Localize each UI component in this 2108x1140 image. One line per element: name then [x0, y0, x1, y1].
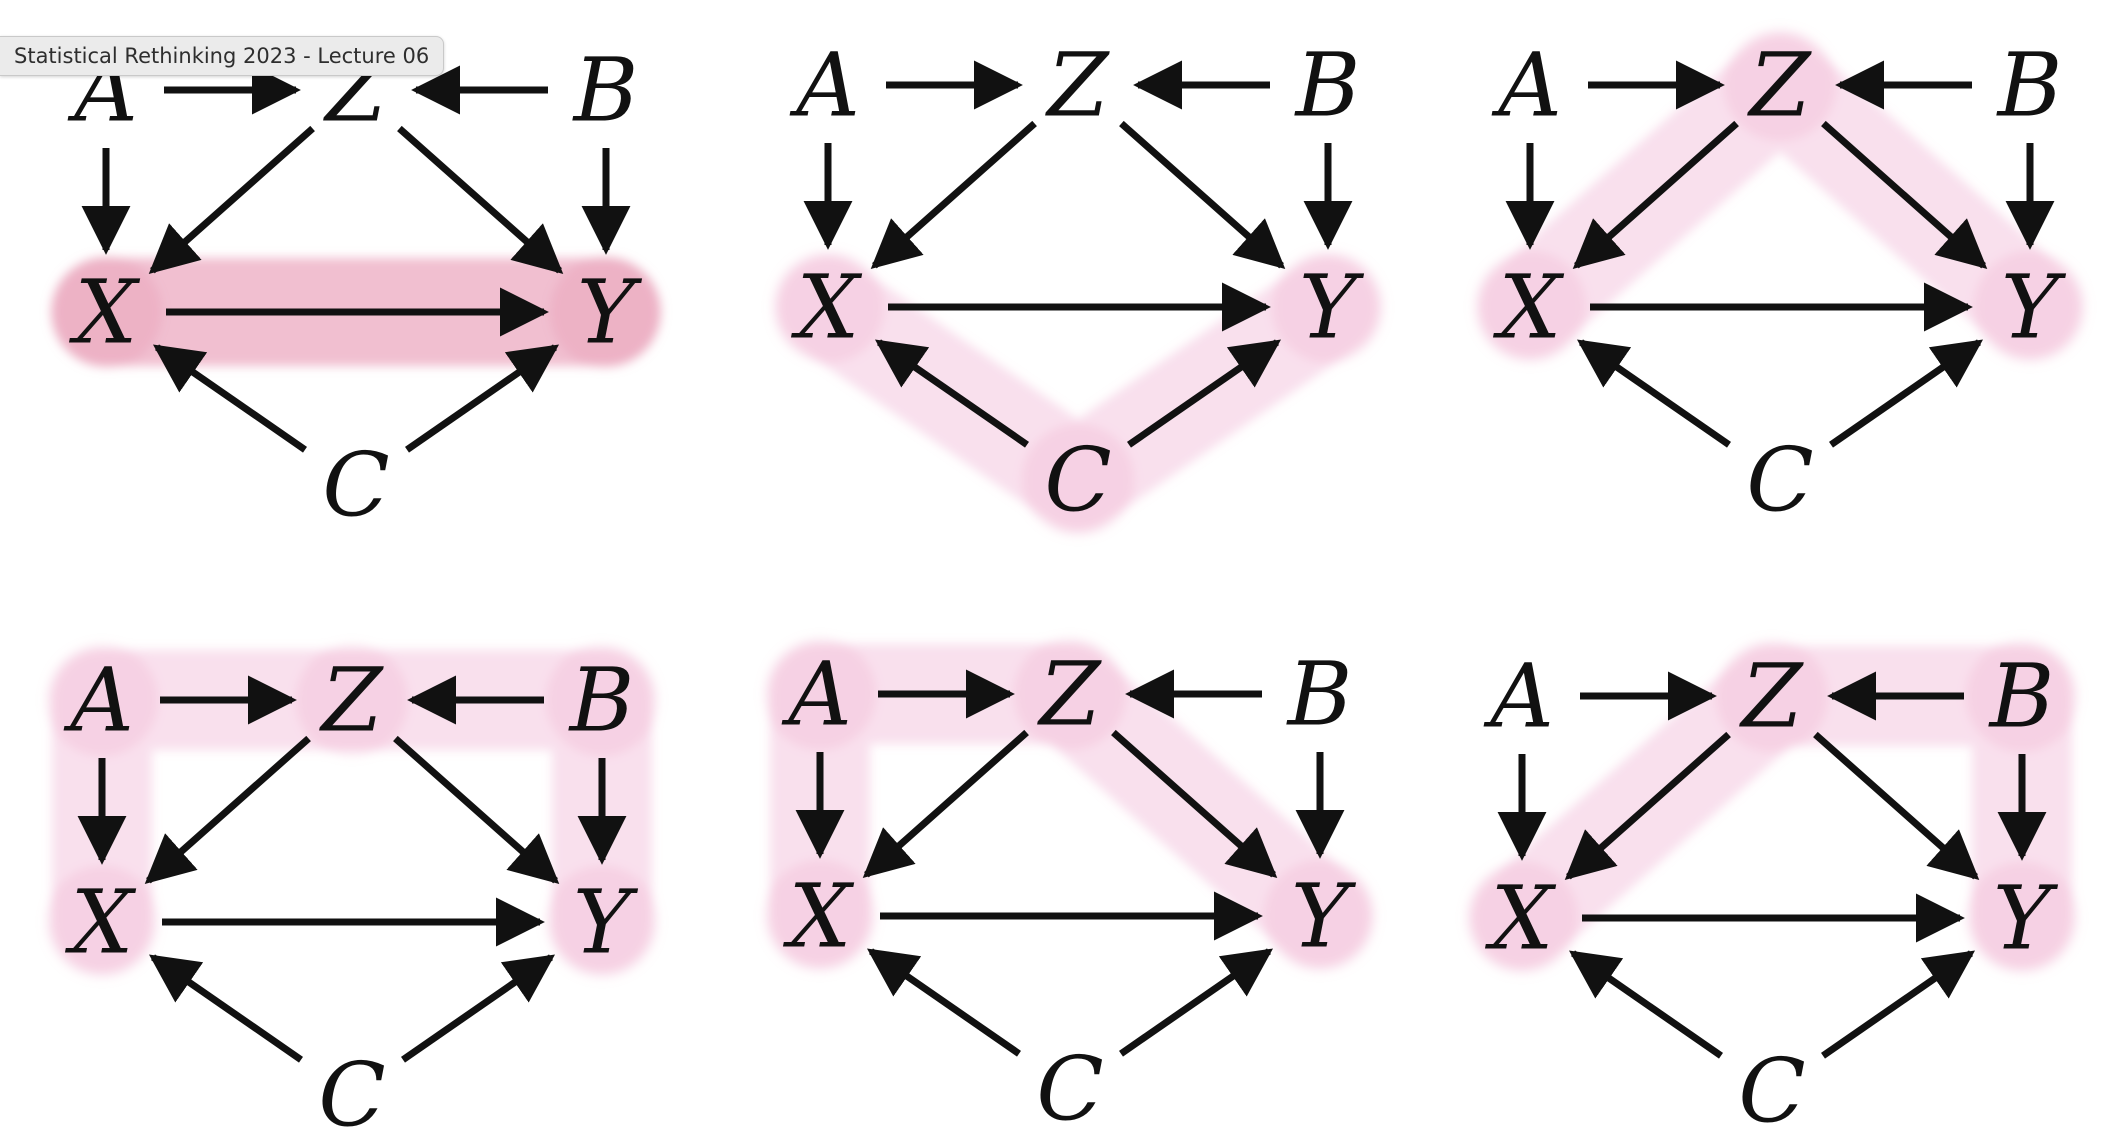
edge-z-y	[1813, 731, 1980, 881]
path-node-glow	[1272, 251, 1384, 363]
node-a: A	[781, 643, 852, 746]
edge-z-x	[1572, 120, 1739, 270]
edge-z-y	[1111, 729, 1278, 879]
node-x: X	[1485, 867, 1557, 970]
edge-c-y	[405, 344, 560, 453]
edge-z-x	[862, 729, 1029, 879]
edge-c-x	[1576, 339, 1731, 448]
node-x: X	[783, 865, 855, 968]
path-node-glow	[1466, 862, 1578, 974]
path-node-glow	[1474, 251, 1586, 363]
path-node-glow	[1966, 640, 2078, 752]
node-c: C	[318, 1044, 385, 1140]
node-z: Z	[1738, 645, 1804, 748]
edge-z-x	[1564, 731, 1731, 881]
panel-3: A Z B X Y C	[1474, 29, 2086, 532]
node-c: C	[1044, 429, 1111, 532]
node-y: Y	[1299, 256, 1365, 359]
node-y: Y	[573, 871, 639, 974]
path-node-glow	[296, 644, 408, 756]
path-node-glow	[1264, 860, 1376, 972]
edge-c-x	[874, 339, 1029, 448]
path-node-glow	[772, 251, 884, 363]
node-b: B	[1996, 34, 2063, 137]
window-title: Statistical Rethinking 2023 - Lecture 06	[0, 36, 445, 76]
node-x: X	[69, 261, 141, 364]
path-node-glow	[1014, 638, 1126, 750]
path-node-glow	[1724, 29, 1836, 141]
node-b: B	[572, 39, 639, 142]
edge-c-y	[1127, 339, 1282, 448]
node-c: C	[1036, 1038, 1103, 1140]
path-node-glow	[46, 866, 158, 978]
node-y: Y	[1993, 867, 2059, 970]
edge-c-y	[1821, 950, 1976, 1059]
node-x: X	[1493, 256, 1565, 359]
node-b: B	[568, 649, 635, 752]
node-z: Z	[318, 649, 384, 752]
node-z: Z	[1044, 34, 1110, 137]
node-a: A	[1491, 34, 1562, 137]
edge-c-x	[148, 954, 303, 1063]
edge-c-x	[1568, 950, 1723, 1059]
edge-c-x	[866, 948, 1021, 1057]
node-b: B	[1988, 645, 2055, 748]
node-a: A	[789, 34, 860, 137]
node-y: Y	[2001, 256, 2067, 359]
panel-6: A Z B X Y C	[1466, 640, 2078, 1140]
node-x: X	[65, 871, 137, 974]
panel-5: A Z B X Y C	[764, 638, 1376, 1140]
edge-z-y	[397, 125, 564, 275]
edge-c-y	[401, 954, 556, 1063]
path-node-glow	[1022, 424, 1134, 536]
edge-c-y	[1119, 948, 1274, 1057]
path-node-glow	[50, 256, 162, 368]
path-node-glow	[550, 256, 662, 368]
node-a: A	[1483, 645, 1554, 748]
edge-z-y	[1821, 120, 1988, 270]
node-a: A	[63, 649, 134, 752]
node-x: X	[791, 256, 863, 359]
edge-z-y	[393, 735, 560, 885]
node-z: Z	[1036, 643, 1102, 746]
path-node-glow	[1966, 862, 2078, 974]
edge-z-y	[1119, 120, 1286, 270]
path-node-glow	[764, 860, 876, 972]
path-node-glow	[1974, 251, 2086, 363]
path-node-glow	[46, 644, 158, 756]
edge-c-y	[1829, 339, 1984, 448]
path-node-glow	[764, 638, 876, 750]
edge-z-x	[148, 125, 315, 275]
node-c: C	[1746, 429, 1813, 532]
panel-2: A Z B X Y C	[772, 34, 1384, 536]
node-b: B	[1286, 643, 1353, 746]
node-z: Z	[1746, 34, 1812, 137]
edge-c-x	[152, 344, 307, 453]
node-y: Y	[577, 261, 643, 364]
node-c: C	[322, 434, 389, 537]
path-node-glow	[546, 644, 658, 756]
node-y: Y	[1291, 865, 1357, 968]
node-c: C	[1738, 1040, 1805, 1140]
panel-4: A Z B X Y C	[46, 644, 658, 1140]
edge-z-x	[870, 120, 1037, 270]
path-node-glow	[546, 866, 658, 978]
path-node-glow	[1716, 640, 1828, 752]
node-b: B	[1294, 34, 1361, 137]
edge-z-x	[144, 735, 311, 885]
